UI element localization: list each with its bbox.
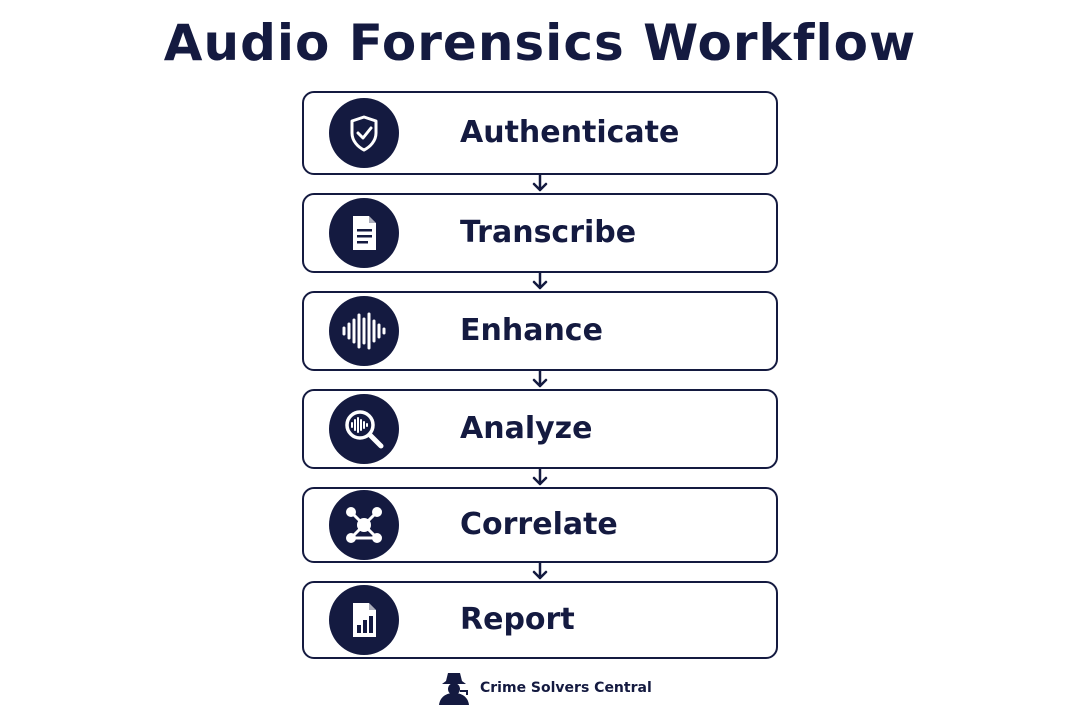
diagram-title: Audio Forensics Workflow <box>163 14 917 72</box>
detective-icon <box>439 673 469 705</box>
footer-brand: Crime Solvers Central <box>436 668 652 708</box>
brand-name: Crime Solvers Central <box>480 680 652 696</box>
step-label: Authenticate <box>460 115 680 150</box>
shield-check-icon <box>329 98 399 168</box>
step-label: Report <box>460 602 575 637</box>
arrow-down-icon <box>532 175 548 192</box>
magnifier-waveform-icon <box>329 394 399 464</box>
step-authenticate: Authenticate <box>302 91 778 175</box>
step-report: Report <box>302 581 778 659</box>
network-nodes-icon <box>329 490 399 560</box>
step-correlate: Correlate <box>302 487 778 563</box>
step-label: Transcribe <box>460 215 637 250</box>
step-label: Analyze <box>460 411 593 446</box>
step-transcribe: Transcribe <box>302 193 778 273</box>
arrow-down-icon <box>532 563 548 580</box>
arrow-down-icon <box>532 371 548 388</box>
step-label: Correlate <box>460 507 618 542</box>
waveform-icon <box>329 296 399 366</box>
arrow-down-icon <box>532 273 548 290</box>
step-analyze: Analyze <box>302 389 778 469</box>
report-chart-icon <box>329 585 399 655</box>
step-label: Enhance <box>460 313 603 348</box>
step-enhance: Enhance <box>302 291 778 371</box>
document-icon <box>329 198 399 268</box>
arrow-down-icon <box>532 469 548 486</box>
